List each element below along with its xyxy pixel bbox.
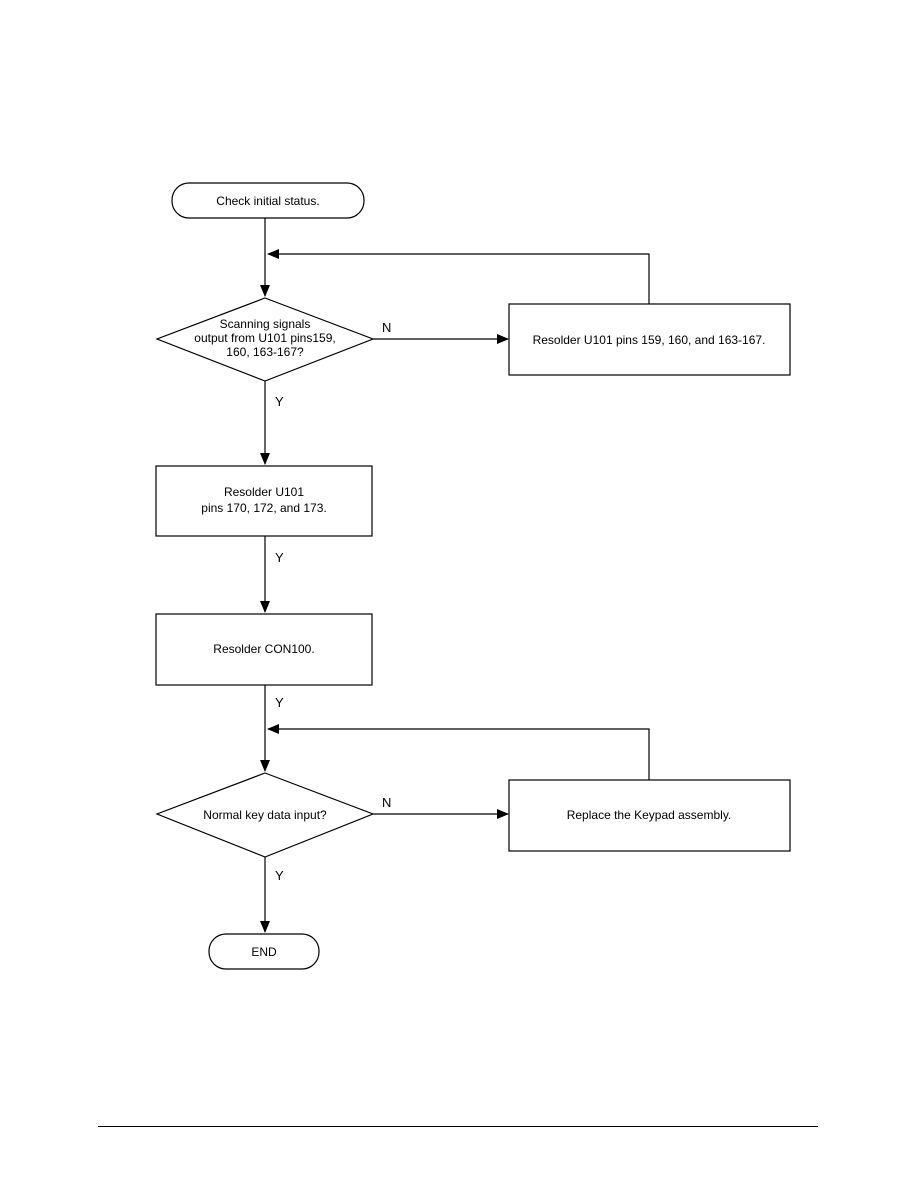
fix2-box xyxy=(508,779,791,852)
decision1-yes-label: Y xyxy=(275,394,284,409)
start-terminator xyxy=(171,182,365,219)
connector-fix1-loopback xyxy=(267,249,650,304)
decision2-yes-label: Y xyxy=(275,868,284,883)
end-label: END xyxy=(251,945,277,959)
decision1-label-line1: Scanning signals xyxy=(220,317,311,331)
footer-rule xyxy=(98,1126,818,1127)
step3-yes-label: Y xyxy=(275,695,284,710)
step3-box xyxy=(155,613,373,686)
step2-yes-label: Y xyxy=(275,550,284,565)
step2-box xyxy=(155,465,373,537)
fix1-label: Resolder U101 pins 159, 160, and 163-167… xyxy=(533,333,766,347)
decision2-label: Normal key data input? xyxy=(203,808,327,822)
decision1-no-label: N xyxy=(382,320,391,335)
connector-fix2-loopback xyxy=(267,724,650,780)
step2-label-line2: pins 170, 172, and 173. xyxy=(201,501,326,515)
step3-label: Resolder CON100. xyxy=(213,642,314,656)
fix1-box xyxy=(508,303,791,376)
decision1-label-line2: output from U101 pins159, xyxy=(194,331,335,345)
fix2-label: Replace the Keypad assembly. xyxy=(567,808,732,822)
step2-label-line1: Resolder U101 xyxy=(224,485,304,499)
end-terminator xyxy=(208,933,320,970)
start-label: Check initial status. xyxy=(216,194,319,208)
decision1-label-line3: 160, 163-167? xyxy=(226,345,304,359)
decision2-no-label: N xyxy=(382,795,391,810)
